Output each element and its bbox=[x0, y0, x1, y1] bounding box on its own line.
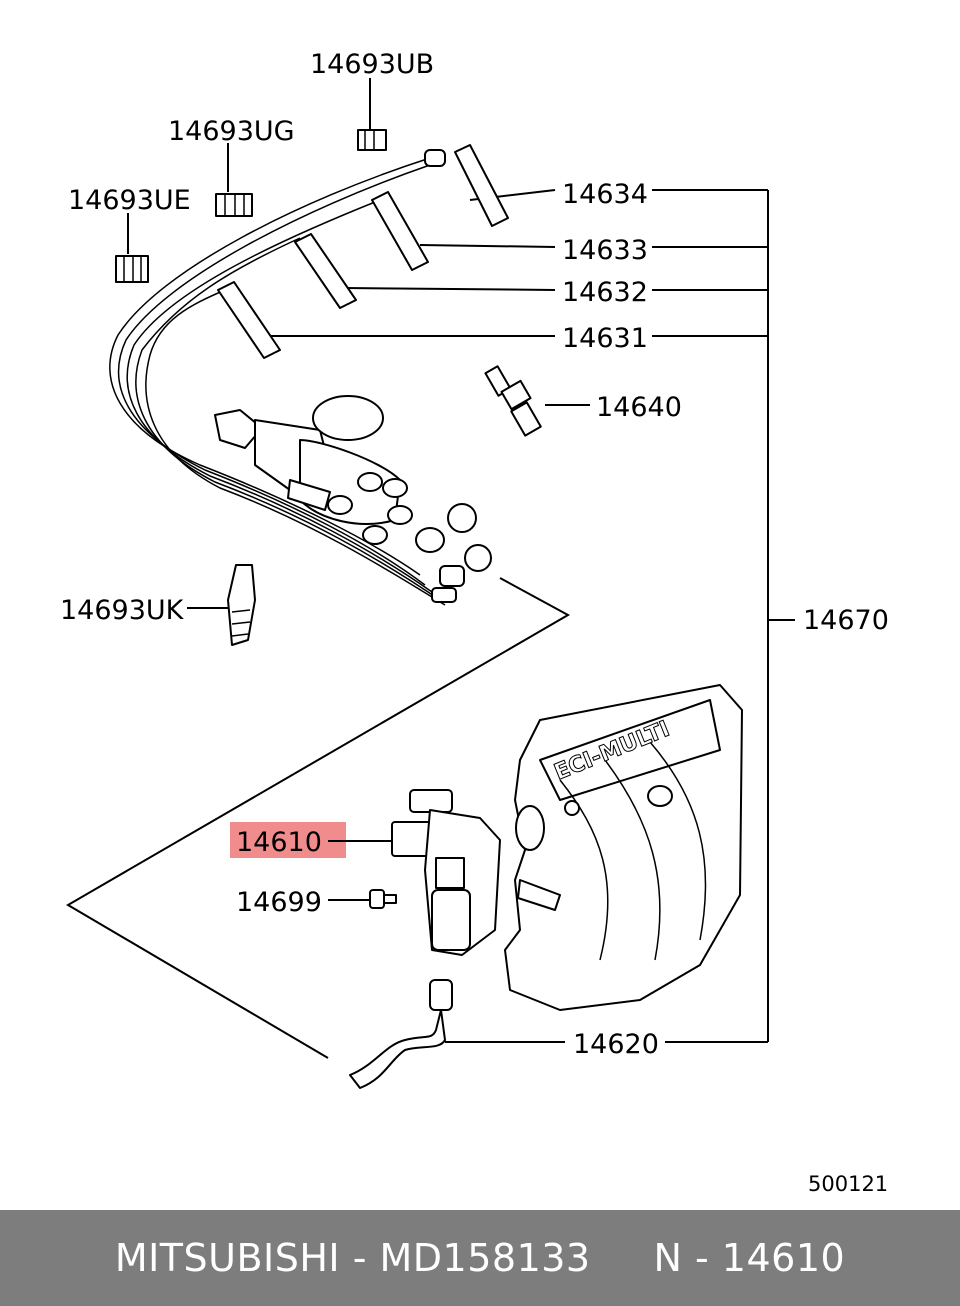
distributor bbox=[214, 395, 413, 545]
clip-uk bbox=[227, 564, 256, 646]
leader-lines bbox=[66, 78, 795, 1059]
label-14670: 14670 bbox=[803, 605, 889, 636]
coil-end-boots bbox=[415, 503, 492, 603]
intake-manifold bbox=[504, 684, 743, 1011]
highlight-box bbox=[230, 822, 346, 858]
label-14634: 14634 bbox=[562, 179, 648, 210]
label-14610: 14610 bbox=[236, 827, 322, 858]
label-14693ue: 14693UE bbox=[68, 185, 191, 216]
label-14693ub: 14693UB bbox=[310, 49, 434, 80]
parts-diagram: 14693UB 14693UG 14693UE 14634 14633 1463… bbox=[60, 49, 889, 1196]
ignition-coil bbox=[391, 789, 501, 956]
label-14693uk: 14693UK bbox=[60, 595, 185, 626]
wire-clips bbox=[115, 129, 387, 283]
label-14699: 14699 bbox=[236, 887, 322, 918]
label-14620: 14620 bbox=[573, 1029, 659, 1060]
label-14640: 14640 bbox=[596, 392, 682, 423]
coil-lead bbox=[349, 979, 453, 1089]
diagram-ref-number: 500121 bbox=[808, 1172, 888, 1196]
label-14632: 14632 bbox=[562, 277, 648, 308]
footer-bar: MITSUBISHI - MD158133 N - 14610 bbox=[0, 1210, 960, 1306]
label-14633: 14633 bbox=[562, 235, 648, 266]
label-14631: 14631 bbox=[562, 323, 648, 354]
spark-plug-wires bbox=[109, 157, 446, 606]
bolt bbox=[369, 889, 397, 909]
spark-plug bbox=[484, 365, 542, 437]
wire-boots bbox=[217, 144, 509, 359]
label-14693ug: 14693UG bbox=[168, 116, 295, 147]
part-number-caption: MITSUBISHI - MD158133 N - 14610 bbox=[114, 1236, 846, 1280]
